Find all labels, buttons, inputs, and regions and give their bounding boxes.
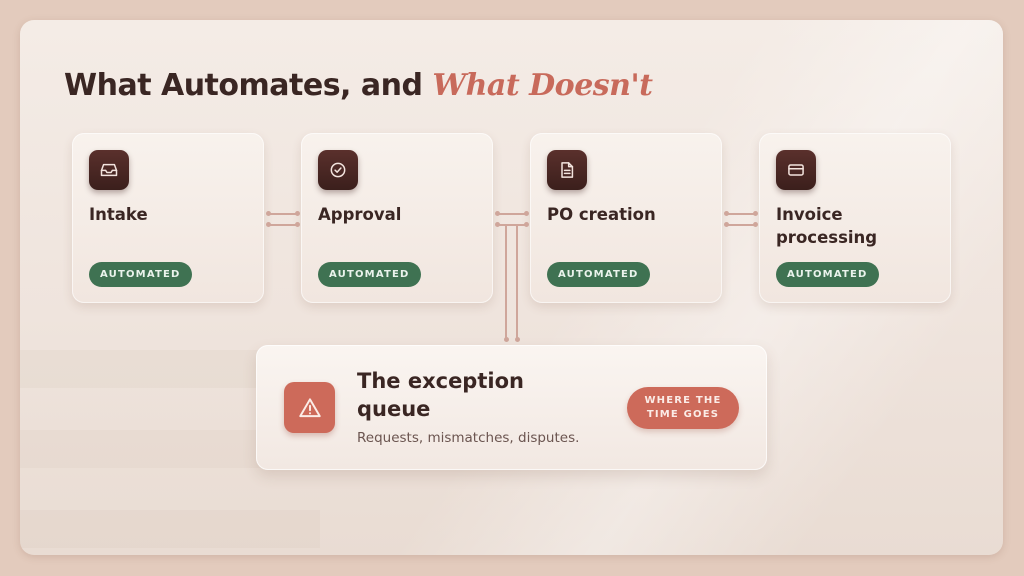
step-card-po-creation: PO creation AUTOMATED bbox=[530, 133, 722, 303]
exception-queue-card: The exception queue Requests, mismatches… bbox=[256, 345, 767, 470]
step-card-intake: Intake AUTOMATED bbox=[72, 133, 264, 303]
step-label: Intake bbox=[89, 205, 148, 224]
step-label: Invoice processing bbox=[776, 205, 878, 247]
pill-label: WHERE THE TIME GOES bbox=[644, 395, 722, 420]
step-card-approval: Approval AUTOMATED bbox=[301, 133, 493, 303]
exception-subtitle: Requests, mismatches, disputes. bbox=[357, 430, 580, 446]
step-label: PO creation bbox=[547, 205, 656, 224]
step-label: Approval bbox=[318, 205, 402, 224]
exception-title: The exception queue bbox=[357, 369, 524, 421]
where-the-time-goes-pill: WHERE THE TIME GOES bbox=[627, 387, 739, 429]
slide-title: What Automates, and What Doesn't bbox=[64, 68, 653, 103]
automated-badge: AUTOMATED bbox=[89, 262, 192, 287]
title-main: What Automates, and bbox=[64, 68, 433, 103]
slide-canvas: What Automates, and What Doesn't Intake … bbox=[20, 20, 1003, 555]
credit-card-icon bbox=[776, 150, 816, 190]
document-icon bbox=[547, 150, 587, 190]
step-card-invoice-processing: Invoice processing AUTOMATED bbox=[759, 133, 951, 303]
background-stripe bbox=[20, 510, 320, 548]
automated-badge: AUTOMATED bbox=[547, 262, 650, 287]
automated-badge: AUTOMATED bbox=[776, 262, 879, 287]
inbox-icon bbox=[89, 150, 129, 190]
warning-icon bbox=[284, 382, 335, 433]
title-accent: What Doesn't bbox=[432, 68, 653, 103]
check-circle-icon bbox=[318, 150, 358, 190]
automated-badge: AUTOMATED bbox=[318, 262, 421, 287]
